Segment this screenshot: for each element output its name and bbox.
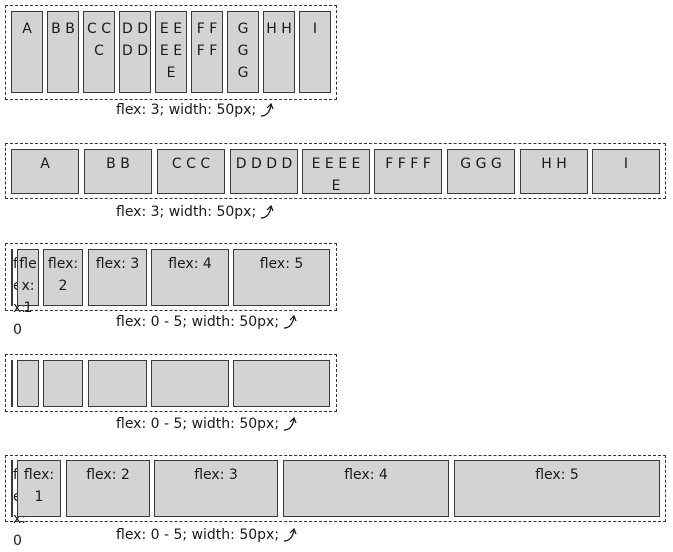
flex-container-5 bbox=[5, 455, 666, 522]
curved-arrow-icon bbox=[261, 204, 274, 219]
row-caption: flex: 3; width: 50px; bbox=[116, 204, 277, 220]
row-caption: flex: 0 - 5; width: 50px; bbox=[116, 527, 300, 543]
flex-item-label: C C C bbox=[171, 156, 211, 172]
flex-item-label: I bbox=[312, 21, 318, 37]
flex-item: I bbox=[299, 11, 331, 93]
flex-item-label: B B bbox=[106, 156, 130, 172]
flex-item: flex: 0 bbox=[11, 249, 26, 338]
flex-item: E E E E E bbox=[302, 149, 370, 194]
flex-item: G G G bbox=[227, 11, 259, 93]
flex-item: B B bbox=[47, 11, 79, 93]
flex-item-label: H H bbox=[266, 21, 292, 37]
curved-arrow-icon bbox=[283, 314, 297, 329]
flex-item: flex: 4 bbox=[151, 249, 229, 306]
flex-item-label: flex: 2 bbox=[47, 256, 79, 294]
flex-item: A bbox=[11, 11, 43, 93]
caption-text: flex: 3; width: 50px; bbox=[116, 204, 257, 220]
flex-item: A bbox=[11, 149, 79, 194]
flex-item: B B bbox=[84, 149, 152, 194]
flex-item-label: B B bbox=[51, 21, 75, 37]
flex-item: E E E E E bbox=[155, 11, 187, 93]
row-caption: flex: 0 - 5; width: 50px; bbox=[116, 416, 300, 432]
flex-item bbox=[88, 360, 147, 407]
flex-container-4 bbox=[5, 354, 337, 412]
flex-item-label: G G G bbox=[237, 21, 249, 81]
flex-item: flex: 3 bbox=[88, 249, 147, 306]
flex-item: I bbox=[592, 149, 660, 194]
row-caption: flex: 3; width: 50px; bbox=[116, 102, 277, 118]
flex-item: C C C bbox=[83, 11, 115, 93]
flex-item-label: A bbox=[40, 156, 50, 172]
flex-item: flex: 1 bbox=[17, 249, 39, 316]
flex-item: H H bbox=[520, 149, 588, 194]
flex-item-label: flex: 1 bbox=[19, 256, 37, 316]
flex-item: F F F F bbox=[191, 11, 223, 93]
flex-item: flex: 5 bbox=[233, 249, 330, 306]
flex-item-label: I bbox=[623, 156, 629, 172]
flex-item-label: F F F F bbox=[385, 156, 431, 172]
curved-arrow-icon bbox=[283, 527, 297, 542]
flex-item-label: flex: 3 bbox=[194, 467, 238, 483]
caption-text: flex: 0 - 5; width: 50px; bbox=[116, 416, 280, 432]
flex-item bbox=[43, 360, 83, 407]
caption-text: flex: 0 - 5; width: 50px; bbox=[116, 527, 280, 543]
flex-item-label: flex: 4 bbox=[344, 467, 388, 483]
caption-text: flex: 0 - 5; width: 50px; bbox=[116, 314, 280, 330]
flex-item-label: A bbox=[22, 21, 32, 37]
flex-item bbox=[233, 360, 330, 407]
flex-item-label: flex: 5 bbox=[535, 467, 579, 483]
curved-arrow-icon bbox=[261, 102, 274, 117]
flex-item bbox=[11, 360, 13, 407]
flex-item-label: D D D D bbox=[122, 21, 149, 59]
flex-item-label: G G G bbox=[460, 156, 502, 172]
flex-item-label: C C C bbox=[86, 21, 111, 59]
flex-item: flex: 0 bbox=[11, 460, 26, 549]
flex-item: H H bbox=[263, 11, 295, 93]
row-caption: flex: 0 - 5; width: 50px; bbox=[116, 314, 300, 330]
flex-item bbox=[151, 360, 229, 407]
flex-item-label: F F F F bbox=[196, 21, 218, 59]
flex-item-label: D D D D bbox=[235, 156, 293, 172]
flex-item: flex: 4 bbox=[283, 460, 449, 517]
flex-item-label: flex: 3 bbox=[95, 256, 140, 272]
flex-container-2 bbox=[5, 143, 666, 199]
flex-item: flex: 5 bbox=[454, 460, 660, 517]
flex-container-3 bbox=[5, 243, 337, 311]
flex-item: D D D D bbox=[119, 11, 151, 93]
flex-item: D D D D bbox=[230, 149, 298, 194]
flex-item: C C C bbox=[157, 149, 225, 194]
flex-item-label: E E E E E bbox=[311, 156, 361, 194]
flex-item-label: flex: 1 bbox=[23, 467, 55, 505]
flex-item-label: E E E E E bbox=[159, 21, 183, 81]
flex-item-label: H H bbox=[541, 156, 567, 172]
flex-item-label: flex: 2 bbox=[86, 467, 130, 483]
flex-item bbox=[17, 360, 39, 407]
curved-arrow-icon bbox=[283, 416, 297, 431]
flex-item: flex: 1 bbox=[17, 460, 61, 517]
flex-item: flex: 2 bbox=[43, 249, 83, 306]
flex-item: G G G bbox=[447, 149, 515, 194]
flex-item: flex: 3 bbox=[154, 460, 278, 517]
caption-text: flex: 3; width: 50px; bbox=[116, 102, 257, 118]
flex-item-label: flex: 5 bbox=[259, 256, 304, 272]
flex-item: flex: 2 bbox=[66, 460, 150, 517]
flex-container-1 bbox=[5, 5, 337, 100]
flex-item: F F F F bbox=[374, 149, 442, 194]
flex-item-label: flex: 4 bbox=[168, 256, 212, 272]
